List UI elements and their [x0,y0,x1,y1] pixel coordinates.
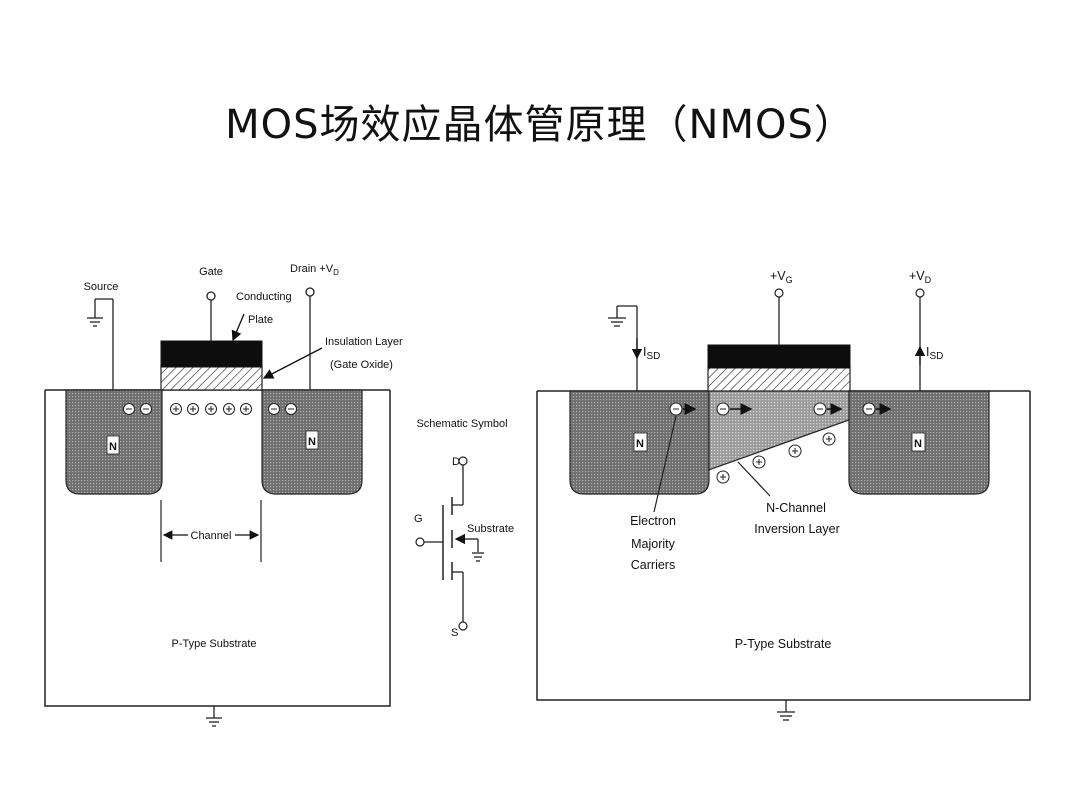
left-substrate-label: P-Type Substrate [172,638,257,650]
left-hole-charges [170,403,252,415]
right-nchannel-label-2: Inversion Layer [754,522,839,536]
right-ground-icon-source [608,317,626,327]
right-n-label-right: N [914,438,922,450]
right-vg-label: +VG [770,269,793,285]
right-nchannel-label-1: N-Channel [766,501,826,515]
right-electron-label-1: Electron [630,514,676,528]
left-n-label-right: N [308,436,316,448]
left-n-label-left: N [109,441,117,453]
left-conducting-label-1: Conducting [236,291,292,303]
left-ground-icon-bottom [206,717,222,727]
left-conducting-plate [160,340,263,368]
left-gate-label: Gate [199,266,223,278]
right-substrate-label: P-Type Substrate [735,637,832,651]
left-insulation-label-2: (Gate Oxide) [330,359,393,371]
right-electron-label-2: Majority [631,537,676,551]
schematic-g-label: G [414,513,423,525]
left-insulation-label-1: Insulation Layer [325,336,403,348]
left-ground-icon-source [87,317,103,327]
right-gate-oxide [707,366,851,392]
left-drain-label: Drain +VD [290,263,339,277]
right-electron-carriers [669,402,892,416]
right-hole-charges [716,432,836,484]
schematic-d-label: D [452,456,460,468]
left-conducting-label-2: Plate [248,314,273,326]
right-isd-right-label: ISD [926,345,943,362]
right-n-label-left: N [636,438,644,450]
right-ground-icon-bottom [777,711,795,721]
left-source-label: Source [84,281,119,293]
right-isd-left-label: ISD [643,345,660,362]
schematic-ground-icon [472,552,484,562]
left-channel-label: Channel [191,530,232,542]
right-electron-label-3: Carriers [631,558,675,572]
schematic-substrate-label: Substrate [467,523,514,535]
schematic-s-label: S [451,627,458,639]
right-mosfet-cross-section: N N +VG +VD ISD ISD [536,269,1031,721]
slide-title: MOS场效应晶体管原理（NMOS） [225,102,855,148]
schematic-title: Schematic Symbol [416,418,507,430]
left-gate-oxide [160,365,263,391]
schematic-symbol: Schematic Symbol D G Substrate S [414,418,514,639]
left-mosfet-cross-section: N N Source Gate Drain +VD Conducting Pla… [44,263,403,727]
right-conducting-plate [707,344,851,369]
right-vd-label: +VD [909,269,932,285]
left-electron-charges [123,403,297,415]
